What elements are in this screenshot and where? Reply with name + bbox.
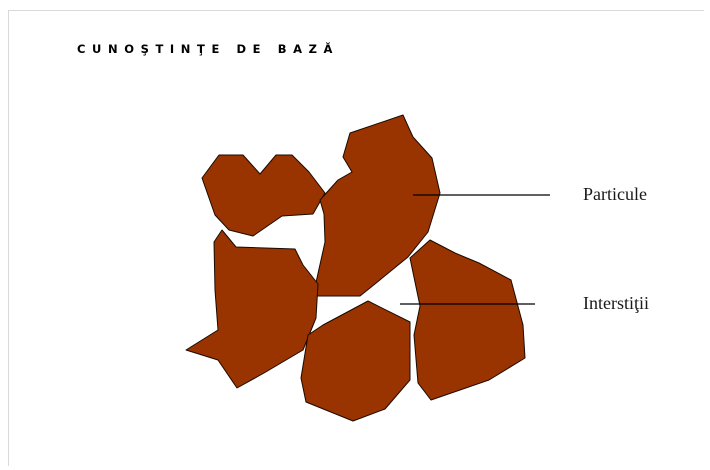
particle-right [409,239,526,401]
frame-border-top [8,10,704,11]
interstices-label: Interstiţii [583,293,649,313]
frame-border-left [8,10,9,466]
particle-top-left [201,154,326,237]
particle-bottom-center [300,300,411,422]
particle-large-center [312,114,441,297]
particles-label: Particule [583,184,647,204]
particle-left [185,229,319,389]
page-title: CUNOŞTINŢE DE BAZĂ [77,42,340,56]
